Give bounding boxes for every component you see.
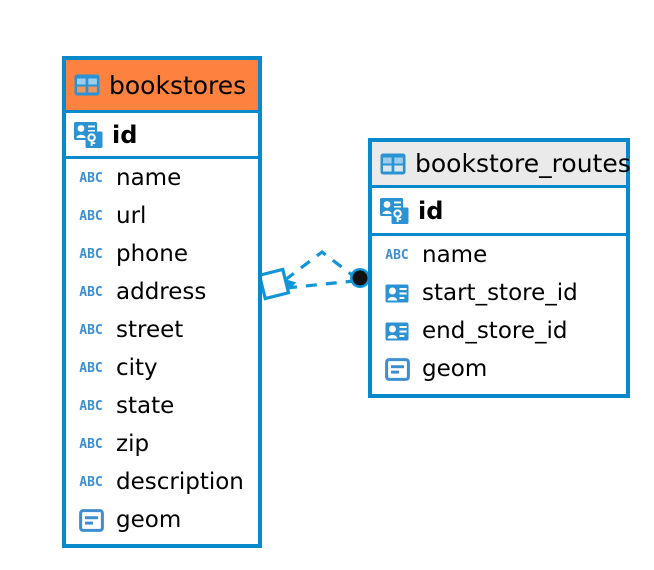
text-type-icon: ABC — [79, 246, 103, 262]
field-label: start_store_id — [422, 279, 578, 306]
field-row-geom[interactable]: geom — [66, 501, 258, 539]
field-row-name[interactable]: ABC name — [372, 236, 626, 274]
table-icon — [380, 153, 406, 175]
field-row-phone[interactable]: ABC phone — [66, 235, 258, 273]
field-label: city — [116, 354, 158, 381]
diamond-endpoint — [257, 267, 297, 301]
field-label: end_store_id — [422, 317, 568, 344]
text-type-icon: ABC — [79, 474, 103, 490]
entity-title: bookstore_routes — [415, 149, 631, 178]
field-label: state — [116, 392, 175, 419]
primary-key-row[interactable]: id — [372, 188, 626, 236]
entity-title: bookstores — [109, 70, 247, 100]
field-row-geom[interactable]: geom — [372, 350, 626, 388]
relationship-line-upper — [284, 249, 357, 282]
field-label: zip — [116, 430, 150, 457]
geometry-type-icon — [381, 357, 413, 381]
field-row-address[interactable]: ABC address — [66, 273, 258, 311]
primary-key-icon — [380, 197, 410, 225]
field-label: phone — [116, 240, 188, 267]
field-label: street — [116, 316, 184, 343]
text-type-icon: ABC — [79, 322, 103, 338]
filled-circle-endpoint — [350, 268, 370, 288]
field-row-name[interactable]: ABC name — [66, 159, 258, 197]
entity-header-bookstores[interactable]: bookstores — [66, 60, 258, 113]
primary-key-row[interactable]: id — [66, 113, 258, 159]
field-row-city[interactable]: ABC city — [66, 349, 258, 387]
text-type-icon: ABC — [79, 360, 103, 376]
text-type-icon: ABC — [79, 208, 103, 224]
text-type-icon: ABC — [385, 247, 409, 263]
text-type-icon: ABC — [79, 398, 103, 414]
field-label: url — [116, 202, 147, 229]
entity-bookstores[interactable]: bookstores id ABC name ABC url ABC — [62, 56, 262, 548]
field-label: description — [116, 468, 244, 495]
geometry-type-icon — [75, 508, 107, 532]
text-type-icon: ABC — [79, 170, 103, 186]
field-row-end-store-id[interactable]: end_store_id — [372, 312, 626, 350]
relationship-connector[interactable] — [257, 249, 370, 301]
field-label: name — [422, 241, 488, 268]
primary-key-label: id — [112, 120, 138, 149]
field-row-start-store-id[interactable]: start_store_id — [372, 274, 626, 312]
text-type-icon: ABC — [79, 436, 103, 452]
field-row-description[interactable]: ABC description — [66, 463, 258, 501]
entity-bookstore-routes[interactable]: bookstore_routes id ABC name — [368, 138, 631, 398]
foreign-key-icon — [381, 321, 413, 342]
entity-header-bookstore-routes[interactable]: bookstore_routes — [372, 142, 631, 188]
foreign-key-icon — [381, 283, 413, 304]
primary-key-label: id — [418, 196, 444, 225]
field-row-zip[interactable]: ABC zip — [66, 425, 258, 463]
table-icon — [74, 74, 100, 96]
field-label: address — [116, 278, 207, 305]
field-label: geom — [116, 506, 182, 533]
text-type-icon: ABC — [79, 284, 103, 300]
field-row-url[interactable]: ABC url — [66, 197, 258, 235]
primary-key-icon — [74, 121, 104, 149]
relationship-line-lower — [285, 279, 355, 290]
field-label: name — [116, 164, 182, 191]
field-row-state[interactable]: ABC state — [66, 387, 258, 425]
field-row-street[interactable]: ABC street — [66, 311, 258, 349]
field-label: geom — [422, 355, 488, 382]
